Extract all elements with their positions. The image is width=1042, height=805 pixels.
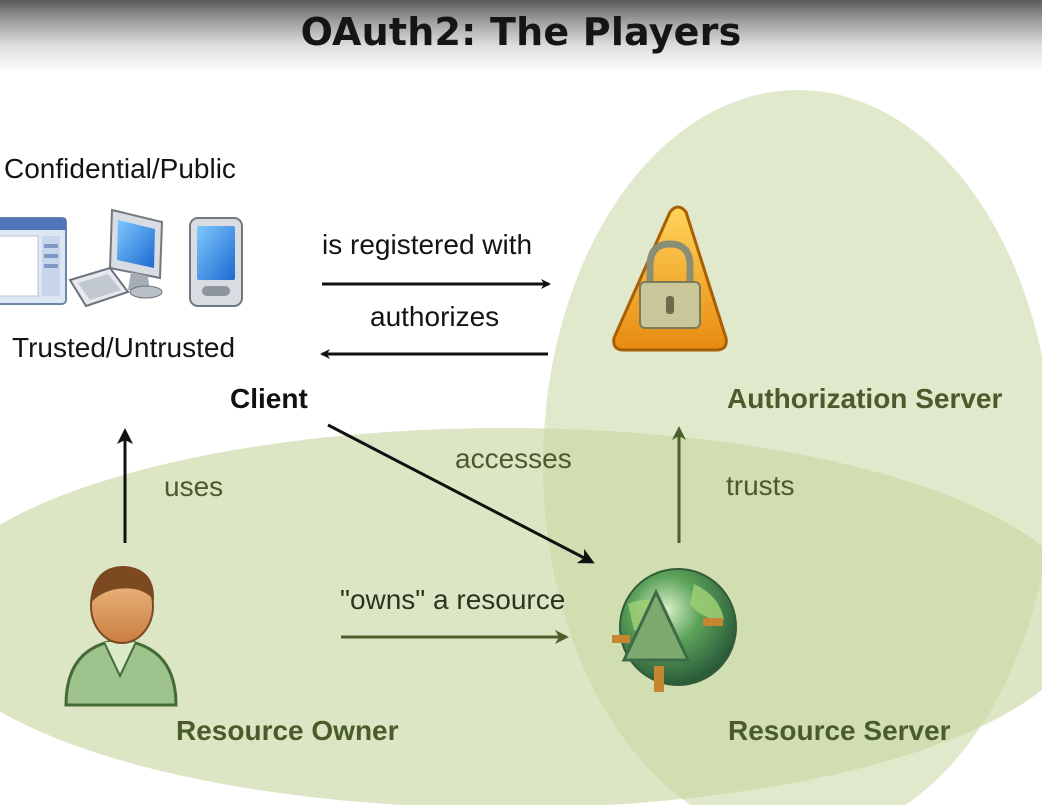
- resource-server-name: Resource Server: [728, 715, 951, 746]
- registered-with-label: is registered with: [322, 229, 533, 260]
- globe-icon: [612, 568, 737, 692]
- uses-label: uses: [164, 471, 224, 502]
- accesses-label: accesses: [455, 443, 572, 474]
- client-bottom-label: Trusted/Untrusted: [12, 332, 236, 363]
- resource-owner-region: [0, 428, 1042, 805]
- client-top-label: Confidential/Public: [4, 153, 236, 184]
- title-bar: [0, 0, 1042, 72]
- authorization-server-name: Authorization Server: [727, 383, 1003, 414]
- person-icon: [64, 566, 178, 707]
- trusts-label: trusts: [726, 470, 795, 501]
- authorizes-label: authorizes: [370, 301, 500, 332]
- browser-window-icon: [0, 217, 67, 305]
- owns-resource-label: "owns" a resource: [340, 584, 566, 615]
- accesses-arrow: [327, 423, 595, 564]
- client-name: Client: [230, 383, 308, 414]
- resource-owner-name: Resource Owner: [176, 715, 399, 746]
- desktop-computer-icon: [68, 208, 164, 308]
- warning-lock-icon: [612, 205, 728, 352]
- pda-device-icon: [189, 217, 243, 307]
- page-title: OAuth2: The Players: [300, 10, 742, 54]
